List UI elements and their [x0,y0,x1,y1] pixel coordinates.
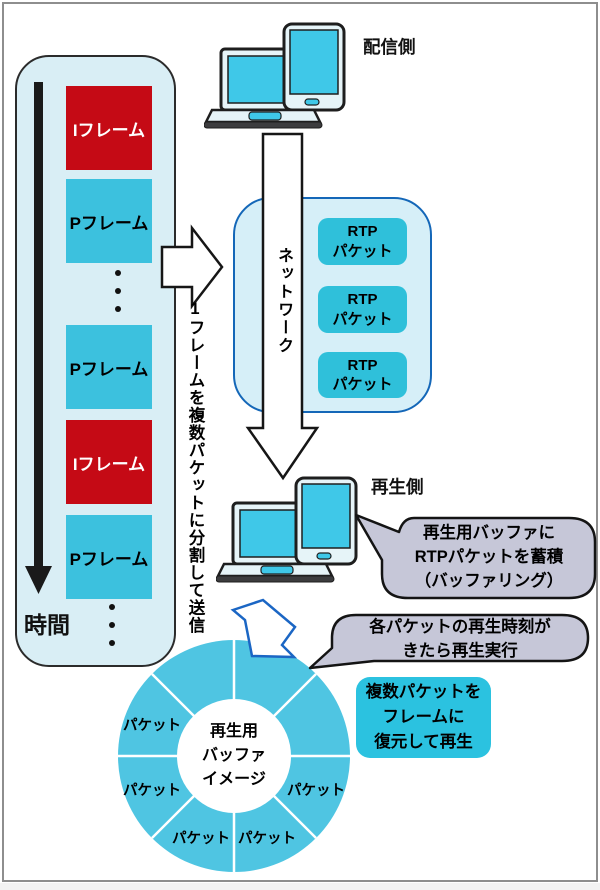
rtp-packet-box: RTP パケット [318,352,407,398]
split-send-arrow [160,224,224,310]
buffer-bubble-line: （バッファリング） [414,571,564,590]
buffer-donut [118,640,350,872]
packet-segment-label: パケット [238,831,296,847]
p-frame-box: Pフレーム [66,515,152,599]
buffer-bubble-line: RTPパケットを蓄積 [414,547,564,566]
packet-segment-label: パケット [123,718,181,734]
restore-box: 複数パケットを フレームに 復元して再生 [356,677,491,758]
playback-bubble-line: きたら再生実行 [402,641,518,660]
i-frame-box: Iフレーム [66,420,152,504]
ellipsis-dots [115,270,121,312]
receiver-devices-icon [216,476,358,583]
restore-box-line: 復元して再生 [374,732,473,751]
playback-bubble-line: 各パケットの再生時刻が [369,618,551,636]
buffer-bubble-text: 再生用バッファに RTPパケットを蓄積 （バッファリング） [388,522,590,594]
ellipsis-dots [109,604,115,646]
rtp-packet-line2: パケット [332,376,393,393]
buffer-image-line: バッファ [201,747,266,764]
downstream-arrow [245,132,320,481]
playback-bubble-text: 各パケットの再生時刻が きたら再生実行 [340,616,580,664]
rtp-packet-box: RTP パケット [318,218,407,265]
packet-segment-label: パケット [172,831,230,847]
split-caption: 1フレームを複数パケットに分割して送信 [186,300,204,634]
rtp-packet-box: RTP パケット [318,286,407,333]
restore-box-line: 複数パケットを [365,683,482,702]
rtp-packet-line2: パケット [332,242,393,260]
i-frame-box: Iフレーム [66,86,152,170]
sender-label: 配信側 [363,37,416,57]
playback-bubble-shape [308,613,590,670]
receiver-label: 再生側 [371,477,424,497]
into-buffer-arrow [230,598,298,659]
buffer-image-line: イメージ [202,771,266,788]
buffer-image-line: 再生用 [209,723,258,740]
bottom-margin-strip [0,883,600,890]
packet-segment-label: パケット [287,783,345,799]
buffer-bubble-line: 再生用バッファに [423,524,555,542]
rtp-packet-line1: RTP [347,223,378,240]
network-label: ネットワーク [275,247,292,355]
buffer-bubble-shape [354,513,597,600]
buffer-image-label: 再生用 バッファ イメージ [174,720,294,792]
time-axis-label: 時間 [24,612,70,638]
packet-segment-label: パケット [123,783,181,799]
p-frame-box: Pフレーム [66,179,152,263]
rtp-packet-line1: RTP [347,291,378,308]
p-frame-box: Pフレーム [66,325,152,409]
restore-box-line: フレームに [382,708,465,727]
rtp-packet-line2: パケット [332,310,393,328]
rtp-packet-line1: RTP [347,356,378,374]
sender-devices-icon [204,22,346,129]
time-arrow [25,82,52,594]
